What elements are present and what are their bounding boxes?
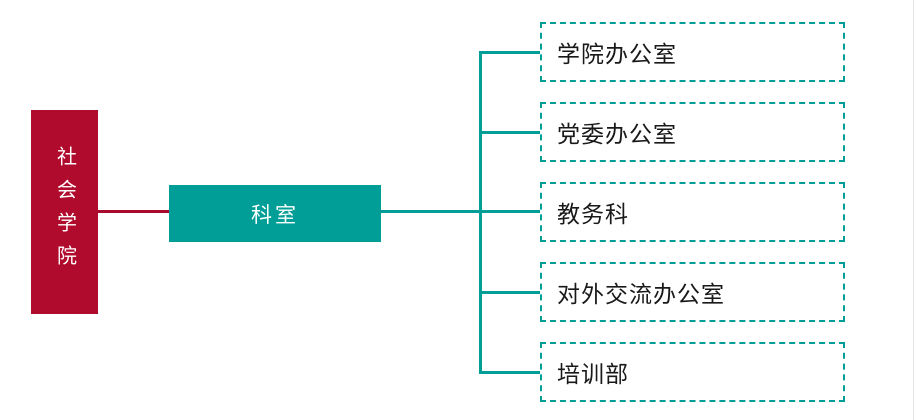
page-edge-divider: [913, 0, 914, 420]
branch-line-1: [479, 51, 540, 54]
leaf-node-academic-affairs: 教务科: [540, 182, 845, 242]
connector-root-to-mid: [98, 210, 169, 213]
leaf-node-label: 教务科: [557, 202, 629, 227]
branch-line-4: [479, 291, 540, 294]
leaf-node-label: 对外交流办公室: [557, 282, 725, 307]
mid-node-label: 科室: [251, 202, 299, 227]
root-node: 社会学院: [31, 110, 98, 314]
branch-line-5: [479, 371, 540, 374]
connector-mid-to-leaf-3: [381, 210, 540, 213]
leaf-node-label: 学院办公室: [557, 42, 677, 67]
mid-node: 科室: [169, 185, 381, 242]
leaf-node-external-exchange: 对外交流办公室: [540, 262, 845, 322]
leaf-node-label: 党委办公室: [557, 122, 677, 147]
root-node-label: 社会学院: [53, 146, 76, 278]
leaf-node-college-office: 学院办公室: [540, 22, 845, 82]
branch-line-2: [479, 131, 540, 134]
trunk-line: [479, 51, 482, 374]
leaf-node-training-dept: 培训部: [540, 342, 845, 402]
leaf-node-label: 培训部: [557, 362, 629, 387]
leaf-node-party-office: 党委办公室: [540, 102, 845, 162]
